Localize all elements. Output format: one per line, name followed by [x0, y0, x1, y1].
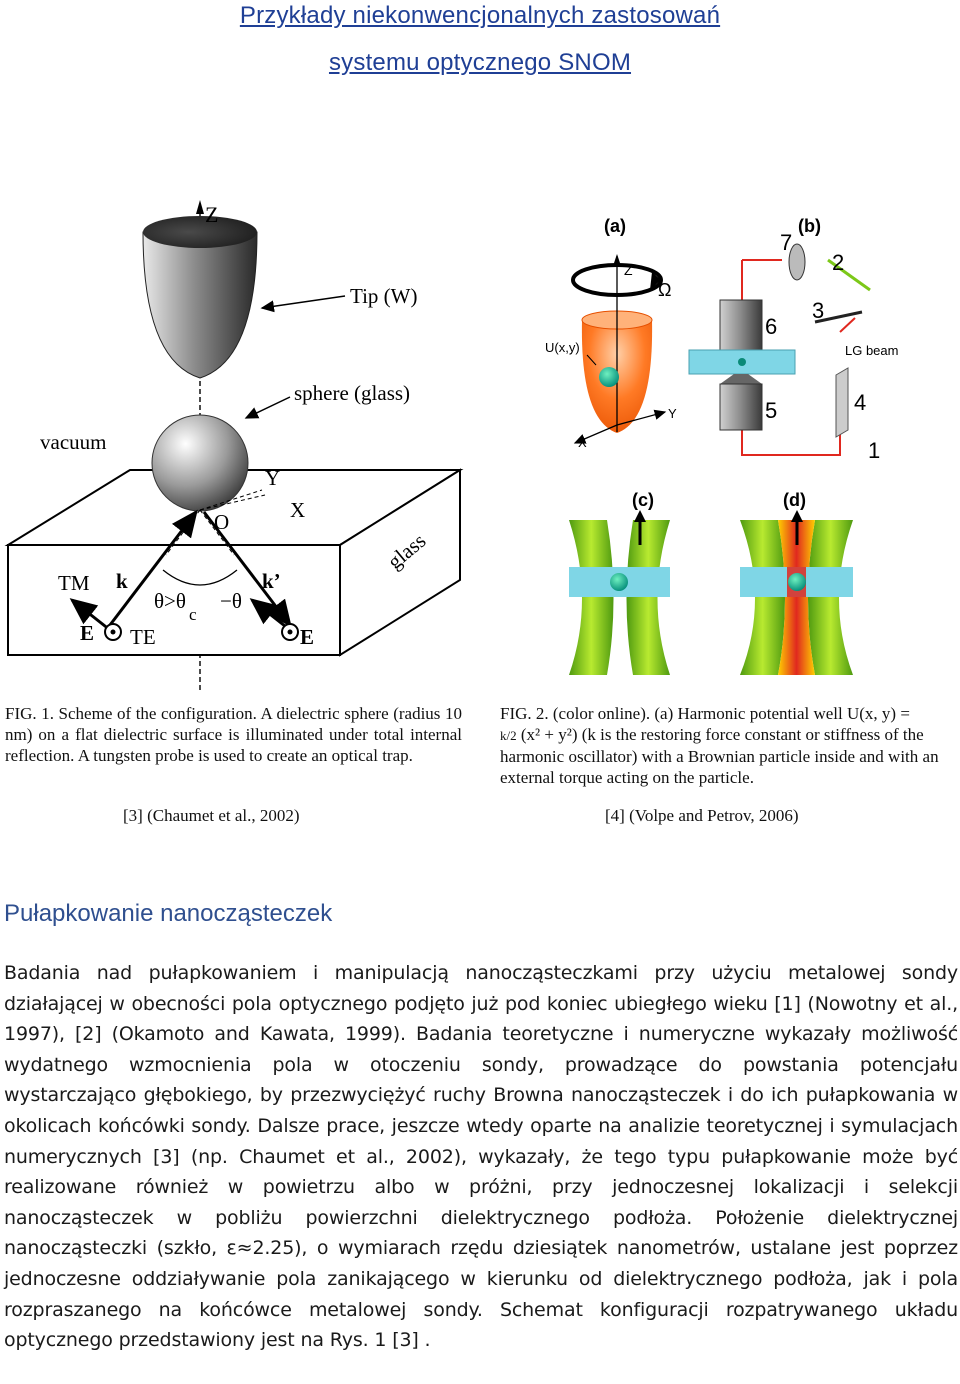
page-title-line-1: Przykłady niekonwencjonalnych zastosowań — [239, 2, 721, 29]
fig1-label-x: X — [290, 498, 305, 522]
fig1-label-theta-c: c — [189, 605, 197, 624]
fig1-label-kprime: k’ — [262, 569, 281, 593]
fig1-label-minus-theta: −θ — [220, 589, 242, 613]
fig1-label-o: O — [214, 510, 229, 534]
fig2-label-y: Y — [668, 406, 677, 421]
fig1-label-e-right: E — [300, 625, 314, 649]
fig2-label-4: 4 — [854, 390, 866, 415]
fig1-label-sphere: sphere (glass) — [294, 381, 410, 405]
fig2-caption-line-4: external torque acting on the particle. — [500, 768, 754, 787]
fig1-label-theta: θ>θ — [154, 589, 186, 613]
fig2-label-3: 3 — [812, 298, 824, 323]
fig2-label-lg: LG beam — [845, 343, 898, 358]
fig2-label-z: Z — [624, 262, 633, 278]
figure-1-diagram: Z Tip (W) sphere (glass) vacuum Y X O gl… — [4, 200, 464, 690]
figure-2-caption: FIG. 2. (color online). (a) Harmonic pot… — [500, 703, 950, 788]
fig2-label-d: (d) — [783, 490, 806, 510]
fig2-label-1: 1 — [868, 438, 880, 463]
fig2-label-a: (a) — [604, 216, 626, 236]
fig1-label-e-left: E — [80, 621, 94, 645]
fig2-caption-line-2-wrap: k/2 (x² + y²) (k is the restoring force … — [500, 724, 950, 746]
fig2-label-c: (c) — [632, 490, 654, 510]
section-title: Pułapkowanie nanocząsteczek — [4, 900, 333, 927]
fig2-label-omega: Ω — [658, 280, 671, 300]
fig2-label-2: 2 — [832, 250, 844, 275]
figure-2-citation: [4] (Volpe and Petrov, 2006) — [605, 806, 799, 825]
fig2-caption-frac: k/2 — [500, 728, 517, 743]
figure-2-diagram: (a) (b) (c) (d) Z Ω U(x,y) Y X 7 2 3 6 L… — [545, 216, 898, 675]
fig2-label-5: 5 — [765, 398, 777, 423]
section-paragraph: Badania nad pułapkowaniem i manipulacją … — [4, 962, 958, 1352]
fig1-label-y: Y — [265, 466, 280, 490]
fig2-label-7: 7 — [780, 230, 792, 255]
fig2-caption-line-2: (x² + y²) (k is the restoring force cons… — [520, 725, 924, 744]
fig2-label-u: U(x,y) — [545, 340, 580, 355]
fig1-label-tm: TM — [58, 571, 90, 595]
fig2-caption-line-1: FIG. 2. (color online). (a) Harmonic pot… — [500, 704, 910, 723]
page-title-line-2: systemu optycznego SNOM — [328, 49, 632, 76]
figure-1-citation: [3] (Chaumet et al., 2002) — [123, 806, 300, 825]
fig2-label-x: X — [578, 435, 587, 450]
fig2-label-6: 6 — [765, 314, 777, 339]
fig1-label-z: Z — [205, 202, 218, 227]
fig1-label-te: TE — [130, 625, 156, 649]
fig2-label-b: (b) — [798, 216, 821, 236]
figure-1-caption: FIG. 1. Scheme of the configuration. A d… — [5, 704, 462, 765]
fig1-label-k: k — [116, 569, 128, 593]
fig2-caption-line-3: harmonic oscillator) with a Brownian par… — [500, 747, 939, 766]
fig1-label-vacuum: vacuum — [40, 430, 106, 454]
fig1-label-tip: Tip (W) — [350, 284, 417, 308]
